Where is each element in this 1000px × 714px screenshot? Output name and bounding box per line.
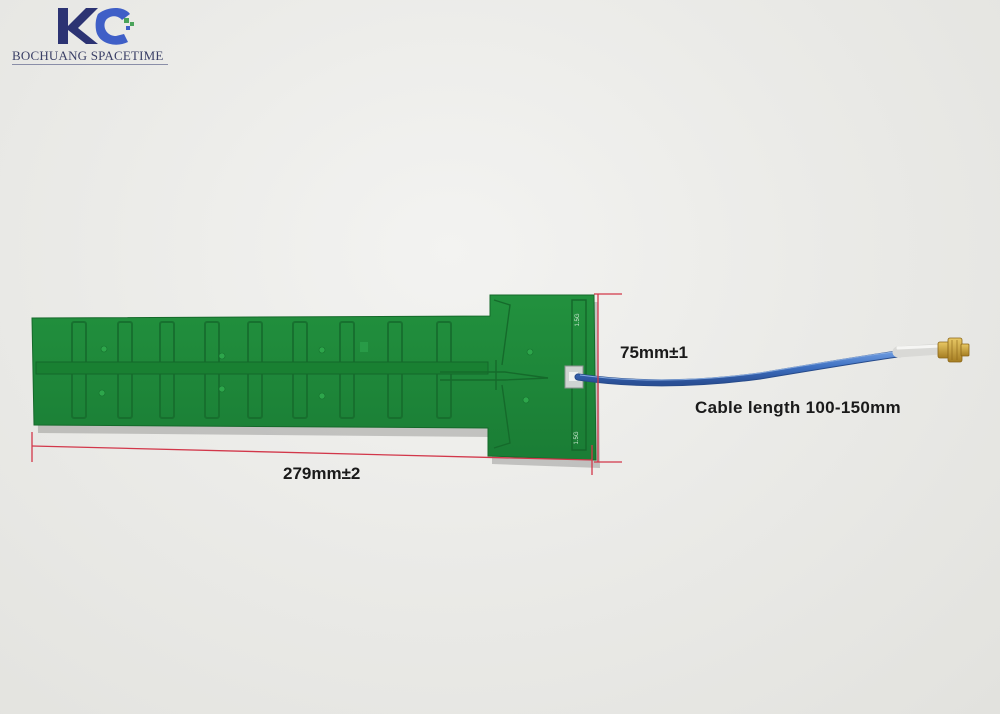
- dimension-lines: [31, 293, 622, 475]
- brand-logo: BOCHUANG SPACETIME: [6, 4, 176, 68]
- bochuang-logo-icon: [58, 8, 134, 45]
- length-dimension-label: 279mm±2: [283, 464, 361, 483]
- board-marking-top: 1.5G: [575, 313, 581, 326]
- brand-name: BOCHUANG SPACETIME: [12, 48, 164, 63]
- sma-connector: [937, 337, 970, 363]
- logo-divider: [12, 64, 168, 65]
- cable-length-label: Cable length 100-150mm: [695, 398, 901, 417]
- coax-cable: [574, 343, 946, 387]
- board-marking-bottom: 1.5G: [574, 431, 580, 444]
- pcb-antenna-board: 1.5G 1.5G: [31, 294, 597, 461]
- mounting-holes: [98, 345, 534, 404]
- length-dimension-line: [31, 445, 593, 461]
- height-dimension-label: 75mm±1: [620, 343, 688, 362]
- feed-stripe: [35, 361, 489, 375]
